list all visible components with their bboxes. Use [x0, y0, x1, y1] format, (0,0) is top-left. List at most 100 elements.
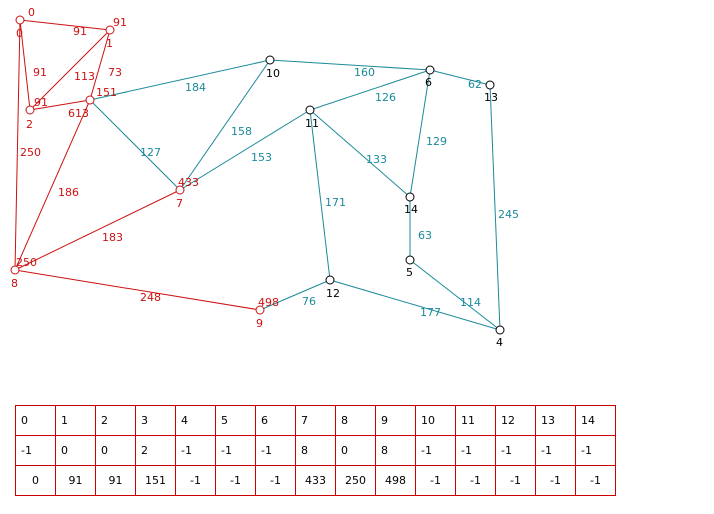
table-distance-cell: -1	[455, 465, 496, 496]
node-label: 1	[106, 37, 113, 50]
table-parent-cell: -1	[215, 435, 256, 466]
node-4[interactable]: 4	[495, 325, 505, 349]
node-5[interactable]: 5	[405, 255, 415, 279]
node-0[interactable]: 00	[15, 6, 35, 40]
node-marker	[255, 305, 265, 315]
table-distance-cell: 433	[295, 465, 336, 496]
node-marker	[485, 80, 495, 90]
node-label: 0	[16, 27, 23, 40]
node-1[interactable]: 191	[105, 16, 127, 50]
node-marker	[325, 275, 335, 285]
table-header-cell: 10	[415, 405, 456, 436]
node-distance: 151	[96, 86, 117, 99]
edge-weight-6-14: 129	[426, 135, 447, 148]
edge-11-14	[309, 109, 411, 198]
table-distance-cell: -1	[215, 465, 256, 496]
table-parent-cell: -1	[495, 435, 536, 466]
table-parent-cell: -1	[175, 435, 216, 466]
table-header-cell: 9	[375, 405, 416, 436]
edge-8-9	[14, 269, 261, 311]
node-marker	[405, 192, 415, 202]
node-label: 11	[305, 117, 319, 130]
edge-2-3	[29, 99, 91, 111]
node-13[interactable]: 13	[484, 80, 498, 104]
table-distance-cell: -1	[575, 465, 616, 496]
node-marker	[105, 25, 115, 35]
edge-11-12	[309, 109, 331, 281]
node-3[interactable]: 613 151	[68, 86, 117, 120]
table-distance-cell: -1	[535, 465, 576, 496]
table-parent-cell: 8	[375, 435, 416, 466]
edge-3-10	[89, 59, 271, 101]
table-distance-cell: 91	[55, 465, 96, 496]
edge-weight-11-6: 126	[375, 91, 396, 104]
edge-weight-11-14: 133	[366, 153, 387, 166]
node-14[interactable]: 14	[404, 192, 418, 216]
node-label: 2	[26, 118, 33, 131]
node-2[interactable]: 291	[25, 96, 48, 131]
edge-12-4	[329, 279, 501, 331]
table-header-cell: 8	[335, 405, 376, 436]
node-label: 12	[326, 287, 340, 300]
node-6[interactable]: 6	[425, 65, 435, 89]
table-header-cell: 7	[295, 405, 336, 436]
node-marker	[85, 95, 95, 105]
edge-weight-10-6: 160	[354, 66, 375, 79]
edge-weight-5-4: 114	[460, 296, 481, 309]
node-label: 5	[406, 266, 413, 279]
edge-weight-6-13: 62	[468, 78, 482, 91]
table-parent-cell: -1	[15, 435, 56, 466]
table-distance-cell: 0	[15, 465, 56, 496]
edge-10-6	[269, 59, 431, 71]
edge-0-1	[19, 19, 111, 31]
table-distance-cell: 91	[95, 465, 136, 496]
edge-6-13	[429, 69, 491, 86]
edge-0-2	[19, 19, 31, 111]
node-marker	[495, 325, 505, 335]
table-distance-cell: -1	[415, 465, 456, 496]
edge-5-4	[409, 259, 501, 331]
node-marker	[175, 185, 185, 195]
table-parent-cell: -1	[415, 435, 456, 466]
edge-13-4	[489, 84, 501, 331]
edge-weight-1-2: 113	[74, 70, 95, 83]
node-11[interactable]: 11	[305, 105, 319, 130]
node-12[interactable]: 12	[325, 275, 340, 300]
table-header-cell: 2	[95, 405, 136, 436]
edge-weight-13-4: 245	[498, 208, 519, 221]
table-distance-cell: -1	[255, 465, 296, 496]
edge-weight-1-3: 73	[108, 66, 122, 79]
node-marker	[305, 105, 315, 115]
edge-7-11	[179, 109, 311, 191]
edge-weight-9-12: 76	[302, 295, 316, 308]
edge-weight-0-1: 91	[73, 25, 87, 38]
edge-6-14	[409, 69, 431, 198]
table-header-cell: 3	[135, 405, 176, 436]
table-distance-cell: 498	[375, 465, 416, 496]
table-header-cell: 11	[455, 405, 496, 436]
table-parent-cell: -1	[455, 435, 496, 466]
node-label: 613	[68, 107, 89, 120]
table-header-cell: 5	[215, 405, 256, 436]
table-parent-cell: -1	[535, 435, 576, 466]
node-label: 6	[425, 76, 432, 89]
node-distance: 0	[28, 6, 35, 19]
edge-weight-14-5: 63	[418, 229, 432, 242]
node-marker	[15, 15, 25, 25]
node-10[interactable]: 10	[265, 55, 280, 80]
edge-weight-3-7: 127	[140, 146, 161, 159]
edge-3-7	[89, 99, 181, 191]
node-marker	[405, 255, 415, 265]
node-distance: 250	[16, 256, 37, 269]
table-parent-cell: 0	[335, 435, 376, 466]
table-header-cell: 0	[15, 405, 56, 436]
